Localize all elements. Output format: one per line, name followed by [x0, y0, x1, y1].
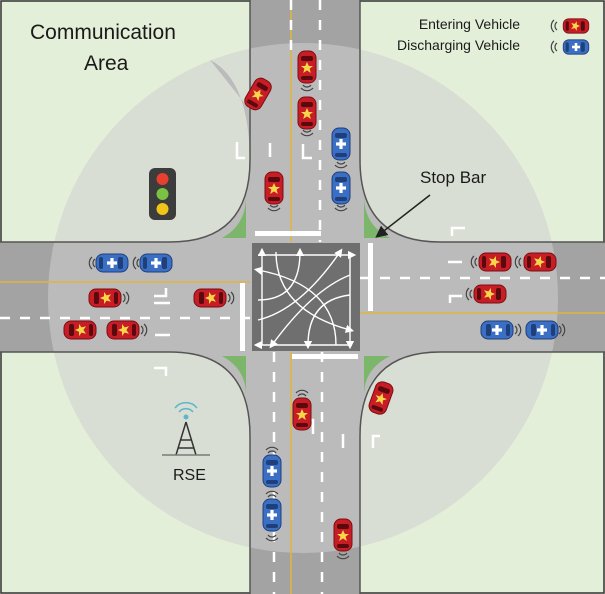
- lane-arrows: [154, 142, 465, 448]
- legend-discharging-label: Discharging Vehicle: [397, 37, 520, 53]
- entering-vehicle-icon: [297, 96, 317, 130]
- intersection-box: [252, 243, 360, 351]
- discharging-vehicle-icon: [562, 39, 590, 55]
- communication-area-label: Communication: [30, 21, 176, 44]
- traffic-signal-icon: [149, 168, 176, 220]
- traffic-islands: [222, 196, 390, 395]
- entering-vehicle-icon: [478, 252, 512, 272]
- stop-bars: [240, 231, 373, 359]
- rse-tower-icon: [162, 401, 210, 456]
- entering-vehicle-icon: [562, 18, 590, 34]
- stop-bar-label: Stop Bar: [420, 168, 487, 187]
- entering-vehicle-icon: [193, 288, 227, 308]
- entering-vehicle-icon: [264, 171, 284, 205]
- discharging-vehicle-icon: [331, 127, 351, 161]
- entering-vehicle-icon: [88, 288, 122, 308]
- discharging-vehicle-icon: [480, 320, 514, 340]
- legend-entering-label: Entering Vehicle: [418, 16, 520, 32]
- entering-vehicle-icon: [297, 50, 317, 84]
- entering-vehicle-icon: [473, 284, 507, 304]
- discharging-vehicle-icon: [262, 498, 282, 532]
- discharging-vehicle-icon: [525, 320, 559, 340]
- entering-vehicle-icon: [63, 320, 97, 340]
- entering-vehicle-icon: [333, 518, 353, 552]
- entering-vehicle-icon: [106, 320, 140, 340]
- stop-bar-pointer: [375, 194, 431, 238]
- discharging-vehicle-icon: [139, 253, 173, 273]
- communication-area-label-line2: Area: [84, 52, 129, 75]
- rse-label: RSE: [173, 467, 206, 484]
- entering-vehicle-icon: [523, 252, 557, 272]
- entering-vehicle-icon: [292, 397, 312, 431]
- discharging-vehicle-icon: [331, 171, 351, 205]
- discharging-vehicle-icon: [262, 454, 282, 488]
- discharging-vehicle-icon: [95, 253, 129, 273]
